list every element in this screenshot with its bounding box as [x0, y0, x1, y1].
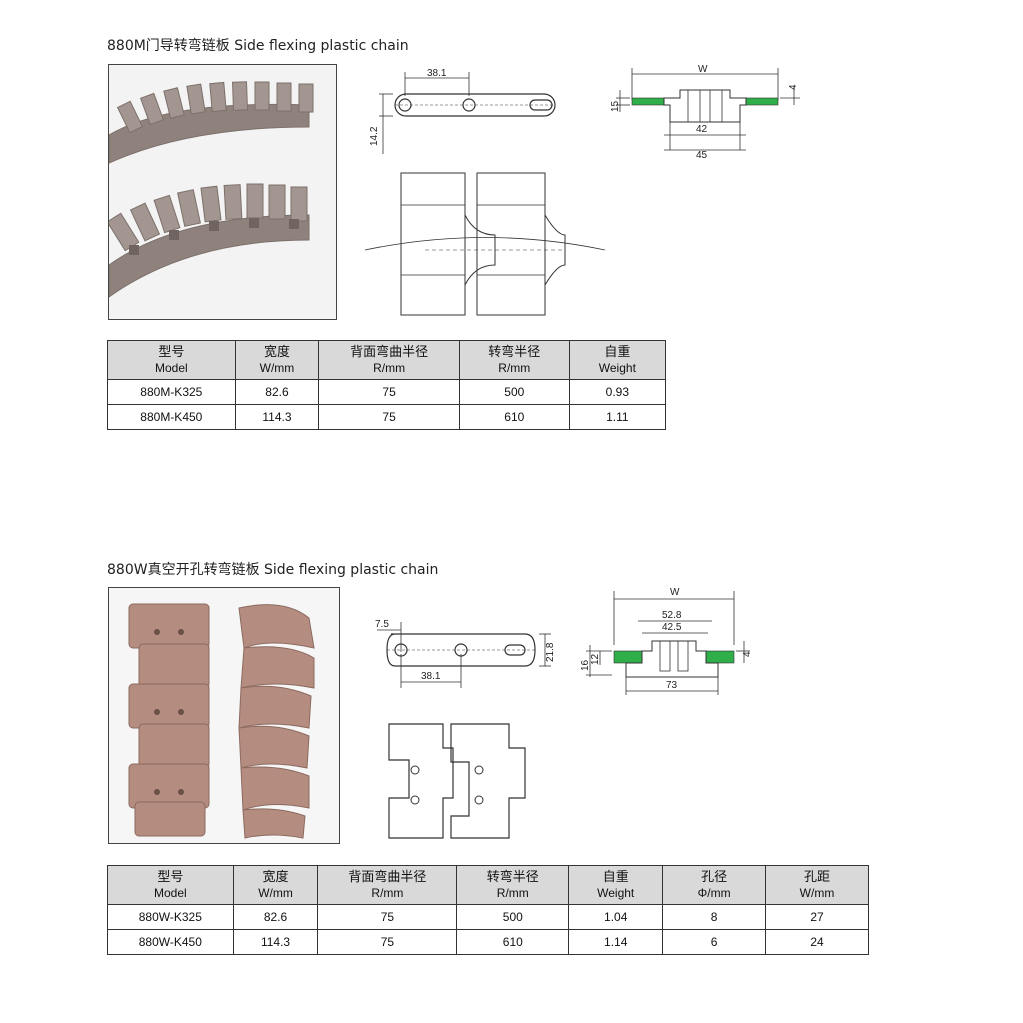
- header-label: 背面弯曲半径: [350, 344, 429, 359]
- chain-880m-plan-view: [364, 172, 606, 316]
- spec-table-880m: 型号 Model 宽度 W/mm 背面弯曲半径 R/mm 转弯半径 R/mm 自重 Wei…: [107, 340, 667, 430]
- table-cell: 880W-K325: [107, 904, 234, 930]
- header-label: 孔径: [701, 869, 728, 884]
- dim-thk-880m: 4: [788, 84, 799, 90]
- header-label: W/mm: [259, 361, 295, 375]
- table-cell: 27: [765, 904, 869, 930]
- header-label: Φ/mm: [697, 886, 731, 900]
- dim-425-880w: 42.5: [662, 622, 682, 633]
- dim-75-880w: 7.5: [375, 619, 389, 630]
- spec-table-880w: 型号 Model 宽度 W/mm 背面弯曲半径 R/mm 转弯半径 R/mm 自重 Wei…: [107, 865, 869, 955]
- table-header-row: 型号 Model 宽度 W/mm 背面弯曲半径 R/mm 转弯半径 R/mm 自重 Wei…: [107, 340, 667, 380]
- chain-880w-plan-view: [388, 723, 526, 839]
- header-hole-diameter: 孔径 Φ/mm: [662, 865, 767, 905]
- table-cell: 82.6: [232, 904, 319, 930]
- dim-thk-880w: 4: [742, 651, 753, 657]
- dim-pitch-880m: 38.1: [427, 68, 447, 79]
- table-cell: 500: [458, 379, 570, 405]
- header-label: 自重: [602, 869, 629, 884]
- table-header-row: 型号 Model 宽度 W/mm 背面弯曲半径 R/mm 转弯半径 R/mm 自重 Wei…: [107, 865, 869, 905]
- table-cell: 880W-K450: [107, 929, 234, 955]
- table-cell: 1.11: [568, 404, 667, 430]
- header-label: 型号: [157, 869, 184, 884]
- table-cell: 500: [456, 904, 570, 930]
- header-label: 孔距: [804, 869, 831, 884]
- header-label: 型号: [158, 344, 185, 359]
- section-2-title: 880W真空开孔转弯链板 Side flexing plastic chain: [107, 562, 439, 578]
- table-cell: 6: [662, 929, 767, 955]
- table-cell: 1.14: [568, 929, 664, 955]
- header-label: 宽度: [263, 344, 290, 359]
- dim-45-880m: 45: [696, 150, 708, 161]
- header-label: Model: [154, 361, 188, 375]
- header-hole-spacing: 孔距 W/mm: [765, 865, 869, 905]
- header-model: 型号 Model: [107, 865, 234, 905]
- dim-12-880w: 12: [590, 653, 601, 665]
- dim-16-880w: 16: [580, 659, 591, 671]
- table-cell: 610: [458, 404, 570, 430]
- header-weight: 自重 Weight: [568, 865, 664, 905]
- table-cell: 880M-K325: [107, 379, 236, 405]
- header-label: W/mm: [258, 886, 293, 900]
- table-cell: 75: [317, 904, 458, 930]
- dim-15-880m: 15: [610, 100, 621, 112]
- header-label: R/mm: [498, 361, 531, 375]
- dim-218-880w: 21.8: [545, 642, 556, 662]
- header-label: Weight: [598, 361, 636, 375]
- header-label: 背面弯曲半径: [348, 869, 427, 884]
- header-label: 宽度: [262, 869, 289, 884]
- header-label: R/mm: [496, 886, 529, 900]
- table-cell: 0.93: [568, 379, 667, 405]
- header-label: R/mm: [371, 886, 404, 900]
- table-cell: 75: [317, 929, 458, 955]
- dim-w-880w: W: [670, 587, 680, 598]
- header-label: 转弯半径: [488, 344, 541, 359]
- dim-42-880m: 42: [696, 124, 708, 135]
- table-cell: 114.3: [234, 404, 320, 430]
- chain-880m-side-view: 38.1 14.2: [369, 68, 556, 154]
- table-cell: 880M-K450: [107, 404, 236, 430]
- header-turn-radius: 转弯半径 R/mm: [458, 340, 570, 380]
- header-label: 转弯半径: [486, 869, 539, 884]
- chain-880w-photo: [108, 587, 340, 844]
- table-cell: 24: [765, 929, 869, 955]
- section-1-title: 880M门导转弯链板 Side flexing plastic chain: [107, 38, 409, 54]
- table-cell: 82.6: [234, 379, 320, 405]
- header-back-radius: 背面弯曲半径 R/mm: [318, 340, 460, 380]
- chain-880m-cross-section: W 42 45 15 4: [610, 64, 800, 161]
- header-back-radius: 背面弯曲半径 R/mm: [317, 865, 458, 905]
- dim-w-880m: W: [698, 64, 708, 75]
- header-width: 宽度 W/mm: [234, 340, 320, 380]
- header-weight: 自重 Weight: [568, 340, 667, 380]
- header-label: R/mm: [373, 361, 406, 375]
- header-model: 型号 Model: [107, 340, 236, 380]
- table-cell: 610: [456, 929, 570, 955]
- table-cell: 114.3: [232, 929, 319, 955]
- header-label: W/mm: [799, 886, 835, 900]
- header-label: Weight: [597, 886, 635, 900]
- table-cell: 75: [318, 404, 460, 430]
- chain-880w-cross-section: W 52.8 42.5 73 16 12 4: [580, 587, 753, 695]
- dim-pitch-880w: 38.1: [421, 671, 441, 682]
- header-label: 自重: [604, 344, 631, 359]
- dim-528-880w: 52.8: [662, 610, 682, 621]
- header-width: 宽度 W/mm: [232, 865, 319, 905]
- dim-height-880m: 14.2: [369, 126, 380, 146]
- chain-880m-photo: [108, 64, 337, 320]
- table-cell: 75: [318, 379, 460, 405]
- header-label: Model: [153, 886, 187, 900]
- dim-73-880w: 73: [666, 680, 678, 691]
- table-cell: 1.04: [568, 904, 664, 930]
- chain-880w-side-view: 7.5 21.8 38.1: [375, 619, 556, 688]
- table-cell: 8: [662, 904, 767, 930]
- header-turn-radius: 转弯半径 R/mm: [456, 865, 570, 905]
